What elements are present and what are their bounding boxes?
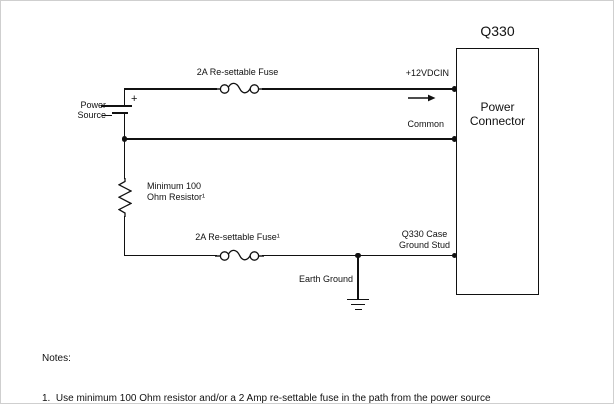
wire-common bbox=[124, 138, 456, 140]
notes-line1: 1. Use minimum 100 Ohm resistor and/or a… bbox=[42, 393, 491, 404]
junction-dot-common-pin bbox=[451, 136, 458, 142]
battery-plate-long bbox=[101, 105, 132, 107]
wire-return-upper bbox=[123, 139, 126, 179]
junction-dot-ground-pin bbox=[451, 252, 458, 259]
resistor-label: Minimum 100 Ohm Resistor¹ bbox=[147, 181, 205, 202]
power-source-label-line1: Power bbox=[80, 99, 106, 110]
junction-dot-battery-common bbox=[121, 136, 128, 142]
power-source-label-line2: Source bbox=[77, 110, 106, 120]
power-source-label: Power Source bbox=[46, 100, 106, 121]
earth-ground-icon bbox=[347, 298, 369, 301]
pin-12v-label: +12VDCIN bbox=[405, 68, 449, 78]
earth-ground-icon-low bbox=[354, 308, 362, 311]
earth-ground-icon-mid bbox=[351, 303, 365, 306]
top-fuse-icon bbox=[215, 82, 264, 94]
source-leader-line bbox=[102, 114, 112, 116]
top-fuse-label: 2A Re-settable Fuse bbox=[196, 66, 279, 77]
pin-case-ground-label-line2: Ground Stud bbox=[398, 240, 451, 250]
notes-heading: Notes: bbox=[42, 352, 71, 364]
junction-dot-12v-pin bbox=[451, 86, 458, 92]
battery-plus-label: + bbox=[131, 93, 138, 105]
wire-earth-stem bbox=[357, 255, 359, 299]
wire-top-right bbox=[262, 88, 456, 90]
wire-battery-top bbox=[123, 89, 126, 106]
power-connector-label-line2: Connector bbox=[469, 114, 526, 128]
bottom-fuse-label: 2A Re-settable Fuse¹ bbox=[195, 231, 280, 242]
device-title: Q330 bbox=[480, 23, 515, 39]
wire-return-lower bbox=[123, 216, 126, 256]
power-connector-label: Power Connector bbox=[456, 100, 539, 128]
wire-battery-bottom bbox=[123, 113, 126, 140]
wire-bottom-left bbox=[124, 254, 217, 257]
pin-common-label: Common bbox=[407, 118, 444, 129]
resistor-label-line2: Ohm Resistor¹ bbox=[147, 191, 206, 202]
wire-top-left bbox=[124, 88, 217, 90]
current-direction-arrow-icon bbox=[408, 94, 436, 102]
earth-ground-label: Earth Ground bbox=[298, 273, 353, 284]
power-connector-label-line1: Power bbox=[480, 100, 515, 114]
resistor-icon bbox=[117, 178, 132, 217]
power-connector-box bbox=[456, 48, 539, 295]
junction-dot-earth bbox=[355, 252, 361, 259]
notes-block: Notes: 1. Use minimum 100 Ohm resistor a… bbox=[42, 325, 567, 404]
resistor-label-line1: Minimum 100 bbox=[147, 181, 202, 191]
pin-case-ground-label-line1: Q330 Case bbox=[401, 228, 448, 239]
pin-case-ground-label: Q330 Case Ground Stud bbox=[384, 229, 465, 252]
battery-plate-short bbox=[112, 112, 128, 114]
bottom-fuse-icon bbox=[215, 249, 264, 261]
